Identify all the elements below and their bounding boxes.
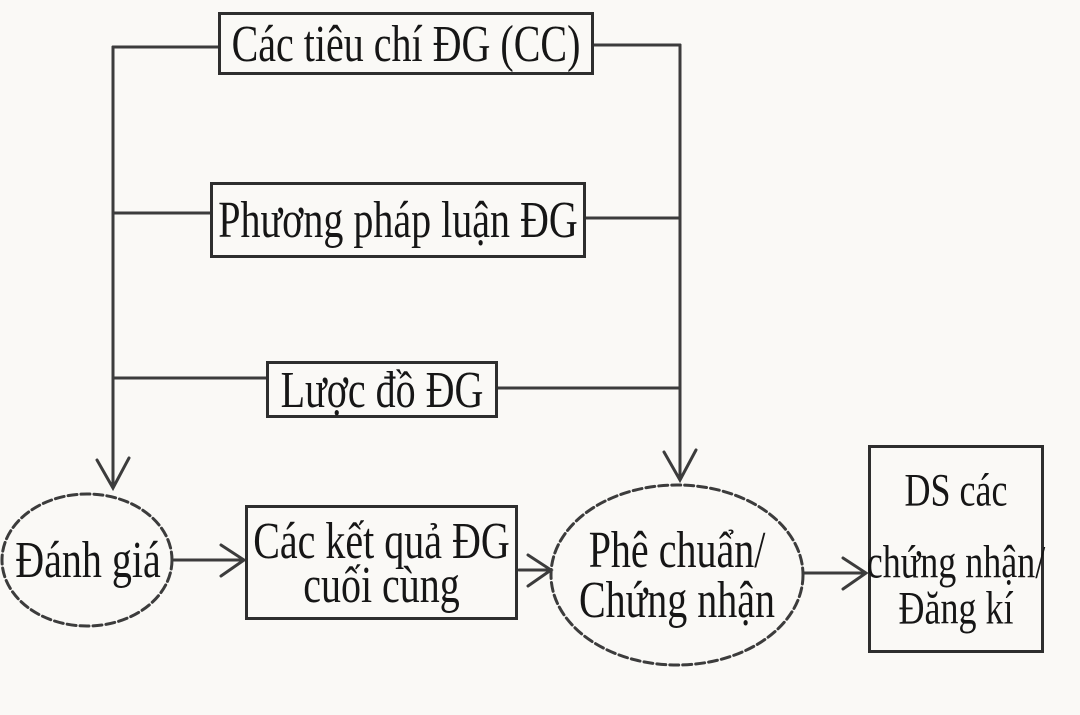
node-approval-line2: Chứng nhận xyxy=(578,570,776,629)
edge-bus-left xyxy=(95,45,268,492)
arrowhead-down-icon xyxy=(95,456,131,492)
node-criteria: Các tiêu chí ĐG (CC) xyxy=(218,12,594,75)
node-registry-line1: DS các xyxy=(904,464,1008,516)
node-registry: DS các chứng nhận/ Đăng kí xyxy=(866,445,1046,653)
arrowhead-right-icon xyxy=(841,556,869,591)
node-approval: Phê chuẩn/ Chứng nhận xyxy=(551,515,803,635)
edge-bus-right xyxy=(496,43,698,484)
arrowhead-right-icon xyxy=(219,543,247,578)
node-scheme: Lược đồ ĐG xyxy=(266,359,498,419)
node-evaluation: Đánh giá xyxy=(2,527,174,593)
node-approval-line1: Phê chuẩn/ xyxy=(588,520,766,579)
arrowhead-down-icon xyxy=(662,448,698,484)
node-criteria-label: Các tiêu chí ĐG (CC) xyxy=(231,13,581,73)
edge-evaluation-to-results xyxy=(172,543,247,578)
node-approval-ellipse xyxy=(549,483,805,667)
edge-approval-to-registry xyxy=(802,556,869,591)
node-scheme-label: Lược đồ ĐG xyxy=(280,359,484,419)
node-evaluation-ellipse xyxy=(0,492,174,628)
node-methodology-label: Phương pháp luận ĐG xyxy=(218,190,578,249)
node-final-results-line2: cuối cùng xyxy=(303,554,460,614)
node-registry-line3: Đăng kí xyxy=(898,582,1014,634)
edge-results-to-approval xyxy=(517,553,554,588)
node-registry-line2: chứng nhận/ xyxy=(866,536,1046,588)
node-methodology: Phương pháp luận ĐG xyxy=(210,182,586,258)
node-final-results-line1: Các kết quả ĐG xyxy=(253,510,510,570)
node-evaluation-label: Đánh giá xyxy=(15,530,161,589)
node-final-results: Các kết quả ĐG cuối cùng xyxy=(245,505,518,620)
